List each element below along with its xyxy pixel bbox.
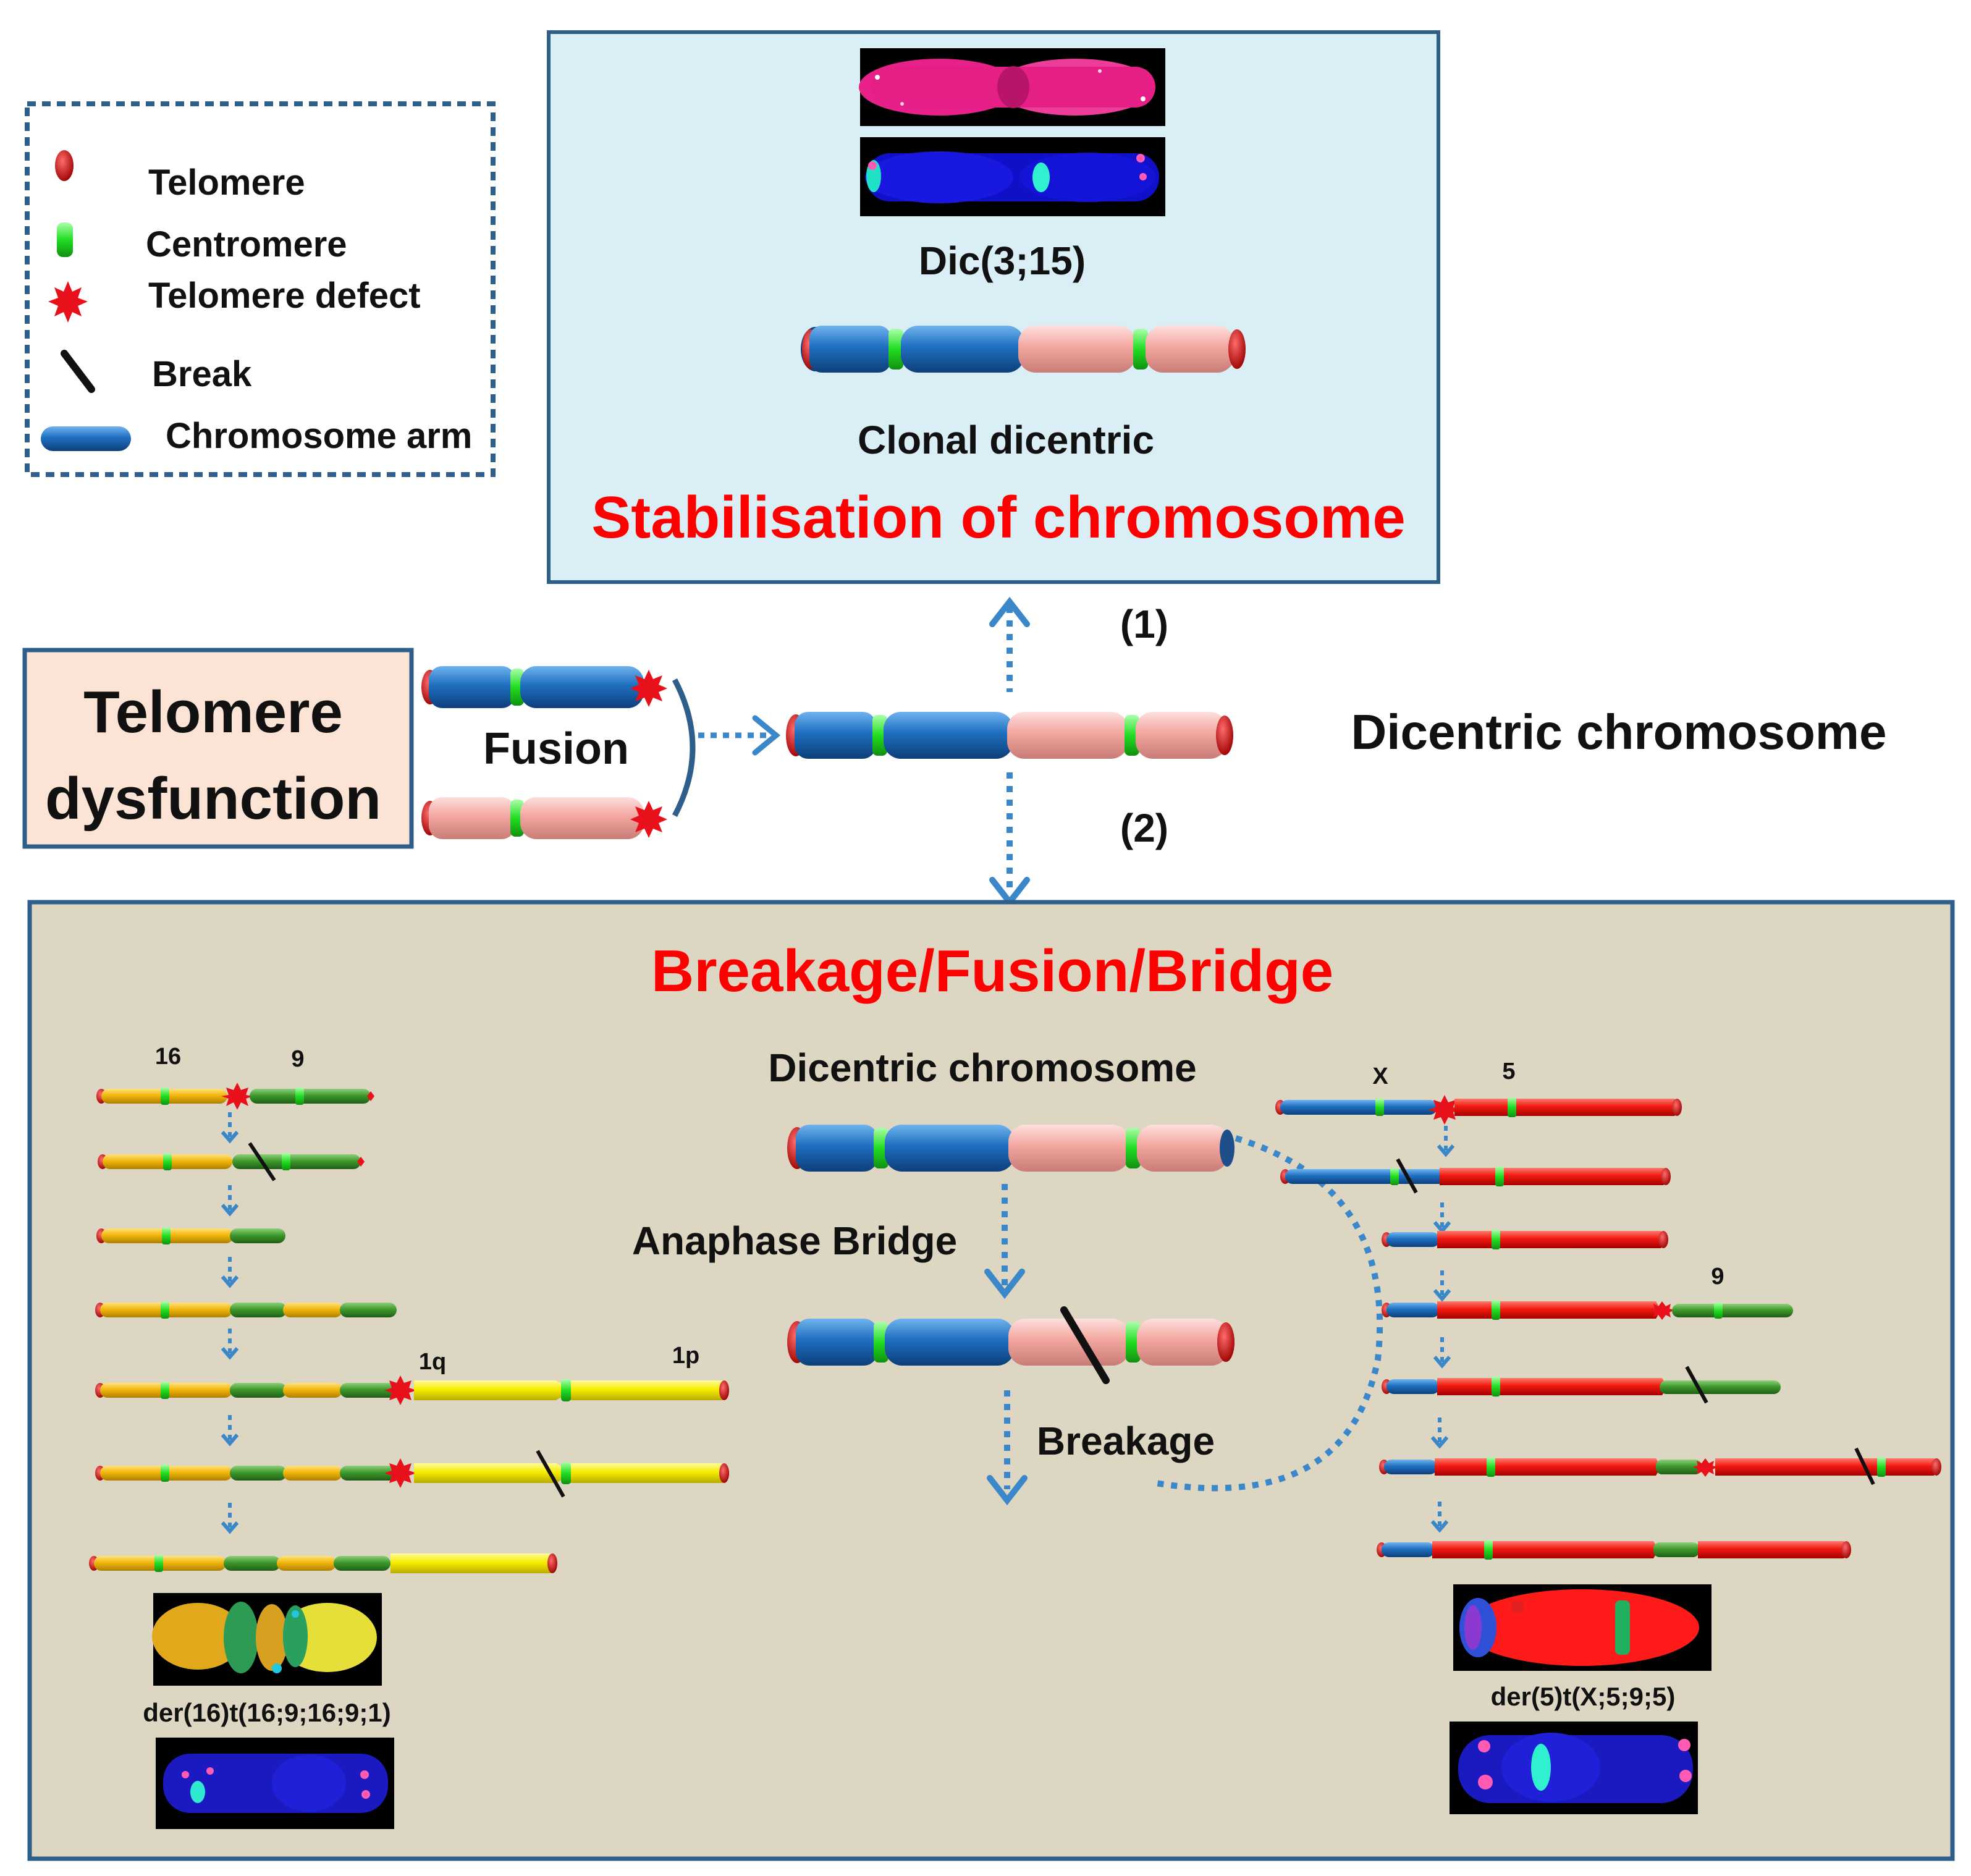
fusion-bracket [672,678,696,818]
der5-label: der(5)t(X;5;9;5) [1491,1682,1676,1711]
dic-3-15-fish-image [860,137,1165,216]
legend-break-label: Break [152,354,252,394]
left-row-3 [96,1227,285,1244]
left-row-5 [95,1375,729,1405]
clonal-dicentric-chromosome [801,326,1246,373]
anaphase-arrow [984,1184,1025,1299]
bfb-dicentric-label: Dicentric chromosome [768,1046,1197,1090]
fusion-arrow [698,715,781,756]
bfb-dicentric-chromosome [787,1125,1235,1172]
right-row-1 [1275,1095,1682,1125]
label-9-right: 9 [1711,1264,1724,1290]
telomere-dysfunction-line1: Telomere [83,679,343,745]
centromere-icon [57,222,73,257]
left-row-1 [96,1083,374,1110]
right-row-3 [1382,1230,1668,1249]
right-row-5 [1382,1366,1781,1404]
legend: Telomere Centromere Telomere defect Brea… [25,101,496,477]
dicentric-chromosome-label: Dicentric chromosome [1351,704,1887,759]
legend-chromosome-arm-label: Chromosome arm [166,416,472,456]
fusion-label: Fusion [483,724,629,774]
telomere-defect-icon [48,281,88,323]
right-cascade-arrows [1430,1126,1455,1533]
fusion-chromosome-blue [421,666,667,708]
bfb-broken-chromosome [787,1306,1235,1384]
label-9-left: 9 [291,1046,304,1072]
left-row-2 [98,1142,365,1181]
dic-3-15-label: Dic(3;15) [919,239,1086,283]
legend-centromere-label: Centromere [146,224,347,264]
telomere-dysfunction-line2: dysfunction [45,766,381,832]
right-row-6 [1379,1447,1941,1485]
breakage-label: Breakage [1037,1419,1215,1463]
telomere-dysfunction-box: Telomere dysfunction [22,648,414,849]
label-1q: 1q [419,1349,446,1375]
stabilisation-title: Stabilisation of chromosome [591,484,1406,551]
dicentric-chromosome-central [786,712,1233,759]
label-x: X [1372,1063,1388,1089]
der5-fish-image [1450,1722,1698,1814]
der16-fish-image [156,1738,394,1829]
left-row-6 [95,1450,729,1498]
der16-paint-image [152,1593,382,1686]
telomere-icon [55,150,74,181]
dic-3-15-paint-image [859,48,1165,126]
legend-telomere-label: Telomere [148,163,305,203]
chromosome-arm-icon [41,426,131,451]
break-icon [61,350,95,393]
right-row-7 [1377,1540,1851,1560]
label-1p: 1p [672,1343,699,1369]
label-5: 5 [1502,1058,1515,1084]
left-row-4 [95,1301,397,1319]
fusion-chromosome-pink [421,797,667,839]
legend-telomere-defect-label: Telomere defect [148,276,421,316]
der16-label: der(16)t(16;9;16;9;1) [143,1698,390,1727]
label-16: 16 [155,1044,181,1070]
bfb-title: Breakage/Fusion/Bridge [651,938,1333,1004]
right-cascade: X 5 [1275,1058,1941,1814]
right-row-4 [1382,1300,1793,1320]
path-1-label: (1) [1120,602,1168,646]
stabilisation-panel: Dic(3;15) Clonal dicentric Stabilisation… [547,30,1440,584]
left-cascade: 16 9 [89,1044,729,1829]
left-cascade-arrows [221,1112,239,1534]
breakage-arrow [987,1390,1028,1506]
left-row-7 [89,1553,557,1573]
der5-paint-image [1453,1584,1711,1671]
anaphase-bridge-label: Anaphase Bridge [632,1219,957,1263]
path-2-label: (2) [1120,806,1168,850]
clonal-dicentric-label: Clonal dicentric [858,418,1154,462]
right-row-2 [1280,1158,1671,1194]
